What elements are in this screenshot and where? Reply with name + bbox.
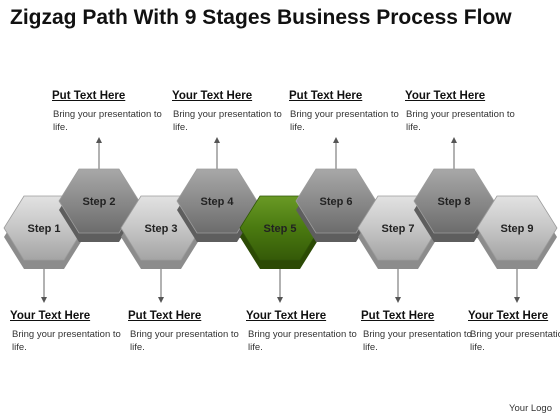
step-7-body: Bring your presentation to life.: [363, 329, 472, 353]
step-3-label: Step 3: [144, 223, 177, 235]
step-8-body: Bring your presentation to life.: [406, 109, 515, 133]
step-9-hexagon: [476, 195, 558, 261]
step-5-label: Step 5: [263, 223, 296, 235]
logo-placeholder: Your Logo: [509, 403, 552, 414]
step-7-label: Step 7: [381, 223, 414, 235]
step-1-body: Bring your presentation to life.: [12, 329, 121, 353]
step-9-body: Bring your presentation to life.: [470, 329, 560, 353]
step-6-label: Step 6: [319, 196, 352, 208]
step-8-heading: Your Text Here: [405, 90, 486, 102]
step-5-body: Bring your presentation to life.: [248, 329, 357, 353]
step-6-body: Bring your presentation to life.: [290, 109, 399, 133]
step-2-label: Step 2: [82, 196, 115, 208]
step-9-label: Step 9: [500, 223, 533, 235]
step-2-heading: Put Text Here: [52, 90, 126, 102]
page-title: Zigzag Path With 9 Stages Business Proce…: [10, 6, 512, 29]
step-1-heading: Your Text Here: [10, 310, 91, 322]
step-5-heading: Your Text Here: [246, 310, 327, 322]
step-9-heading: Your Text Here: [468, 310, 549, 322]
step-2-body: Bring your presentation to life.: [53, 109, 162, 133]
step-4-heading: Your Text Here: [172, 90, 253, 102]
step-8-label: Step 8: [437, 196, 470, 208]
step-4-label: Step 4: [200, 196, 234, 208]
step-1-label: Step 1: [27, 223, 60, 235]
step-7-heading: Put Text Here: [361, 310, 435, 322]
step-6-heading: Put Text Here: [289, 90, 363, 102]
step-3-heading: Put Text Here: [128, 310, 202, 322]
step-3-body: Bring your presentation to life.: [130, 329, 239, 353]
step-4-body: Bring your presentation to life.: [173, 109, 282, 133]
